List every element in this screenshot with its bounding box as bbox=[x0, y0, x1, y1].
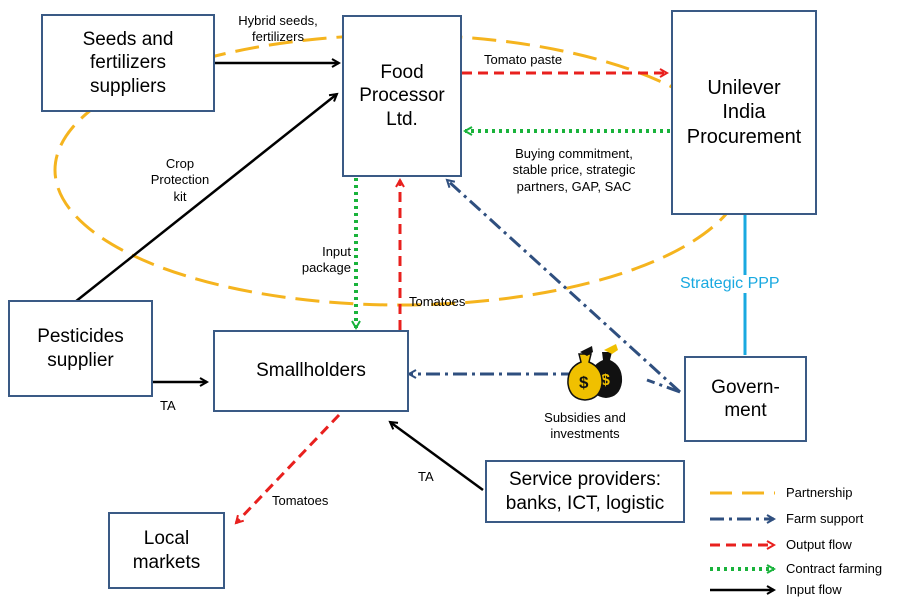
government-to-smallholders-arrow bbox=[646, 378, 681, 394]
tomato-paste-label: Tomato paste bbox=[484, 52, 563, 67]
government-box: Govern- ment bbox=[684, 356, 807, 442]
local-markets-box: Local markets bbox=[108, 512, 225, 589]
hybrid-seeds-label: Hybrid seeds, fertilizers bbox=[238, 13, 318, 45]
smallholders-box: Smallholders bbox=[213, 330, 409, 412]
legend-input-label: Input flow bbox=[786, 582, 842, 597]
subsidies-label: Subsidies and investments bbox=[544, 410, 626, 442]
unilever-procurement-box: Unilever India Procurement bbox=[671, 10, 817, 215]
pesticides-to-processor-arrow bbox=[74, 94, 337, 303]
smallholders-to-local-arrow bbox=[236, 413, 341, 523]
svg-text:$: $ bbox=[601, 372, 610, 389]
service-to-smallholders-arrow bbox=[390, 422, 484, 492]
pesticides-supplier-box: Pesticides supplier bbox=[8, 300, 153, 397]
legend-contract-label: Contract farming bbox=[786, 561, 883, 576]
service-providers-box: Service providers: banks, ICT, logistic bbox=[485, 460, 685, 523]
food-processor-box: Food Processor Ltd. bbox=[342, 15, 462, 177]
legend-partnership-label: Partnership bbox=[786, 485, 853, 500]
government-to-processor-arrow bbox=[447, 180, 682, 394]
ta-service-label: TA bbox=[418, 469, 434, 484]
crop-protection-label: Crop Protection kit bbox=[150, 156, 210, 204]
buying-commitment-label: Buying commitment, stable price, strateg… bbox=[512, 146, 636, 194]
strategic-ppp-label: Strategic PPP bbox=[678, 275, 782, 293]
money-bags-icon: $ $ bbox=[567, 344, 623, 401]
ta-pesticides-label: TA bbox=[160, 398, 176, 413]
tomatoes-up-label: Tomatoes bbox=[409, 294, 466, 309]
legend-farm-support-label: Farm support bbox=[786, 511, 864, 526]
legend-output-label: Output flow bbox=[786, 537, 852, 552]
seeds-suppliers-box: Seeds and fertilizers suppliers bbox=[41, 14, 215, 112]
input-package-label: Input package bbox=[301, 244, 351, 276]
svg-text:$: $ bbox=[579, 373, 589, 392]
tomatoes-local-label: Tomatoes bbox=[272, 493, 329, 508]
